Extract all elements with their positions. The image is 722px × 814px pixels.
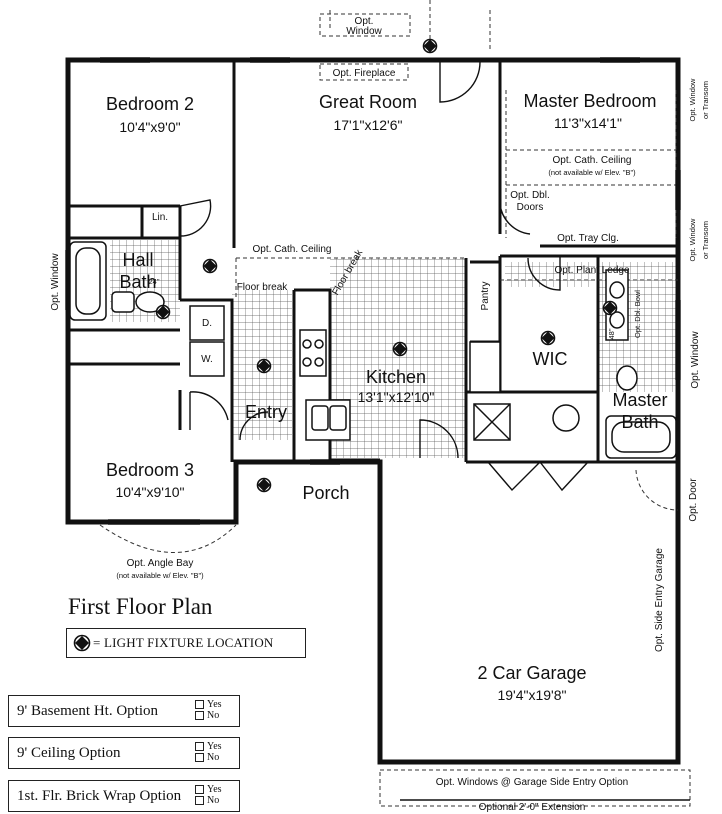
opt-tray-clg: Opt. Tray Clg. [557, 233, 619, 244]
legend-text: = LIGHT FIXTURE LOCATION [93, 635, 274, 650]
optional-extension: Optional 2'-0" Extension [479, 802, 586, 813]
wic-tile [505, 262, 595, 287]
option-choices: Yes No [195, 784, 222, 806]
opt-window-right-mb-1: Opt. Window [688, 78, 697, 122]
yes-checkbox[interactable] [195, 700, 204, 709]
opt-window-right-mb-3: Opt. Window [688, 218, 697, 262]
master-bath-name-2: Bath [621, 412, 658, 432]
not-avail-master: (not available w/ Elev. "B") [548, 168, 636, 177]
no-label: No [207, 710, 220, 721]
floor-break-label: Floor break [237, 282, 289, 293]
plumbing-fixtures [69, 241, 677, 459]
master-bath-name-1: Master [612, 390, 667, 410]
bedroom3-name: Bedroom 3 [106, 460, 194, 480]
opt-cath-ceiling-master: Opt. Cath. Ceiling [553, 155, 632, 166]
yes-checkbox[interactable] [195, 742, 204, 751]
opt-window-right-mb-4: or Transom [701, 221, 710, 259]
master-bedroom-name: Master Bedroom [523, 91, 656, 111]
opt-door: Opt. Door [688, 478, 699, 522]
dim-24-label: 24" [148, 277, 159, 286]
garage-dim: 19'4"x19'8" [497, 687, 566, 703]
no-label: No [207, 752, 220, 763]
opt-dbl-doors-1: Opt. Dbl. [510, 190, 549, 201]
kitchen-name: Kitchen [366, 367, 426, 387]
hall-bath-name-1: Hall [122, 250, 153, 270]
option-row-brick-wrap: 1st. Flr. Brick Wrap Option Yes No [8, 780, 240, 812]
yes-checkbox[interactable] [195, 785, 204, 794]
option-dashed-lines [99, 0, 691, 807]
exterior-walls [65, 57, 681, 765]
opt-window-left: Opt. Window [50, 253, 61, 311]
opt-dbl-doors-2: Doors [517, 202, 544, 213]
doors [179, 61, 690, 801]
entry-name: Entry [245, 402, 287, 422]
option-label: 9' Ceiling Option [17, 745, 121, 761]
dim-48-label: 48" [607, 328, 616, 339]
bedroom2-name: Bedroom 2 [106, 94, 194, 114]
opt-dbl-bowl: Opt. Dbl. Bowl [633, 290, 642, 338]
windows [65, 57, 681, 525]
pantry-label: Pantry [480, 282, 491, 311]
wic-name: WIC [533, 349, 568, 369]
opt-window-top-1: Opt. [355, 16, 374, 27]
kitchen-dim: 13'1"x12'10" [358, 389, 435, 405]
opt-angle-bay: Opt. Angle Bay [127, 558, 194, 569]
yes-label: Yes [207, 699, 222, 710]
dryer-label: D. [202, 318, 212, 329]
yes-label: Yes [207, 784, 222, 795]
legend-box: = LIGHT FIXTURE LOCATION [66, 628, 306, 658]
opt-window-master-bath: Opt. Window [690, 331, 701, 389]
master-bedroom-dim: 11'3"x14'1" [554, 115, 622, 131]
option-label: 1st. Flr. Brick Wrap Option [17, 788, 182, 804]
garage-name: 2 Car Garage [477, 663, 586, 683]
not-avail-bay: (not available w/ Elev. "B") [116, 571, 204, 580]
great-room-name: Great Room [319, 92, 417, 112]
hall-bath-name-2: Bath [119, 272, 156, 292]
porch-name: Porch [302, 483, 349, 503]
yes-label: Yes [207, 741, 222, 752]
no-checkbox[interactable] [195, 711, 204, 720]
opt-cath-ceiling-great: Opt. Cath. Ceiling [253, 244, 332, 255]
opt-plant-ledge: Opt. Plant Ledge [554, 265, 629, 276]
option-row-basement: 9' Basement Ht. Option Yes No [8, 695, 240, 727]
no-checkbox[interactable] [195, 796, 204, 805]
opt-windows-garage: Opt. Windows @ Garage Side Entry Option [436, 777, 628, 788]
plan-title: First Floor Plan [68, 594, 213, 619]
no-label: No [207, 795, 220, 806]
bedroom3-dim: 10'4"x9'10" [115, 484, 184, 500]
opt-window-right-mb-2: or Transom [701, 81, 710, 119]
linen-label: Lin. [152, 212, 168, 223]
opt-window-top-2: Window [346, 26, 382, 37]
washer-label: W. [201, 354, 213, 365]
opt-fireplace-label: Opt. Fireplace [333, 68, 396, 79]
no-checkbox[interactable] [195, 753, 204, 762]
option-choices: Yes No [195, 741, 222, 763]
option-label: 9' Basement Ht. Option [17, 703, 159, 719]
opt-side-entry-garage: Opt. Side Entry Garage [654, 548, 665, 652]
option-choices: Yes No [195, 699, 222, 721]
kitchen-tile-floor [330, 258, 466, 458]
bedroom2-dim: 10'4"x9'0" [119, 119, 180, 135]
great-room-dim: 17'1"x12'6" [333, 117, 402, 133]
option-row-ceiling: 9' Ceiling Option Yes No [8, 737, 240, 769]
light-fixture-icon [73, 634, 91, 652]
